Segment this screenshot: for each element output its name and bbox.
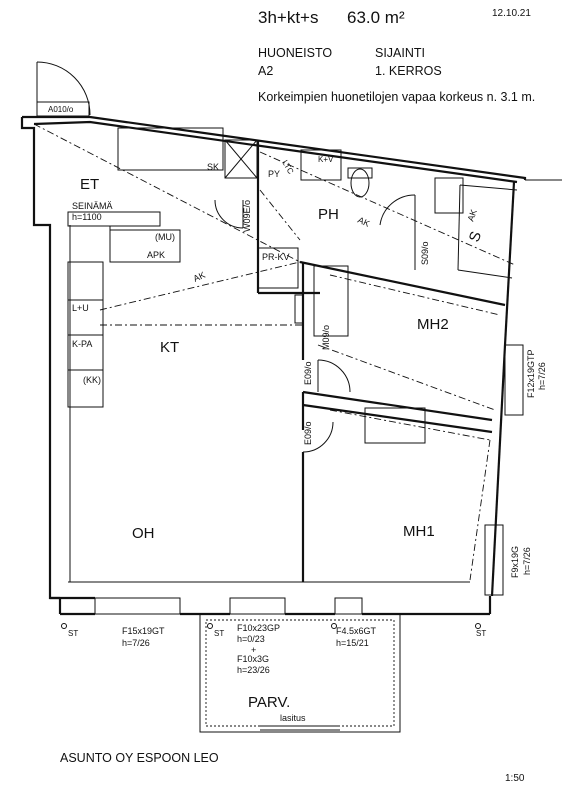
plan-date: 12.10.21 [492, 8, 531, 19]
window-label-f10b-h: h=23/26 [237, 665, 270, 675]
label-apk: APK [147, 250, 165, 260]
apartment-label: HUONEISTO [258, 46, 333, 60]
st-label-2: ST [214, 629, 224, 638]
interior-walls [67, 127, 518, 582]
sight-lines [33, 123, 516, 581]
label-py: PY [268, 169, 280, 179]
label-lu: L+U [72, 303, 89, 313]
plan-scale: 1:50 [505, 773, 525, 784]
window-label-f45: F4.5x6GT [336, 626, 377, 636]
entrance-door: A010/o [36, 61, 91, 117]
apartment-value: A2 [258, 64, 274, 78]
label-lasitus: lasitus [280, 713, 306, 723]
location-value: 1. KERROS [375, 64, 442, 78]
door-label-w09: W09E/o [242, 200, 252, 232]
st-label-3: ST [476, 629, 486, 638]
window-label-f12: F12x19GTP [526, 349, 536, 398]
room-label-ph: PH [318, 206, 339, 223]
label-sk: SK [207, 162, 219, 172]
window-label-f9: F9x19G [510, 546, 520, 578]
window-label-f45-h: h=15/21 [336, 638, 369, 648]
window-label-plus: + [251, 645, 256, 655]
bottom-windows [94, 597, 363, 615]
window-label-f10b: F10x3G [237, 654, 269, 664]
company-name: ASUNTO OY ESPOON LEO [60, 751, 219, 765]
window-label-f9-h: h=7/26 [522, 547, 532, 575]
balcony [199, 613, 401, 733]
room-label-mh1: MH1 [403, 523, 435, 540]
label-mu: (MU) [155, 232, 175, 242]
label-ak-kt: AK [192, 270, 207, 284]
window-label-f10a-h: h=0/23 [237, 634, 265, 644]
right-windows [484, 179, 562, 596]
door-label-s09: S09/o [420, 241, 430, 265]
window-label-f15-h: h=7/26 [122, 638, 150, 648]
room-label-et: ET [80, 176, 99, 193]
door-label-m09: M09/o [321, 325, 331, 350]
label-ak-ph: AK [356, 215, 371, 229]
room-label-kt: KT [160, 339, 179, 356]
window-label-f15: F15x19GT [122, 626, 165, 636]
room-label-parv: PARV. [248, 694, 290, 711]
label-kv: K+V [318, 155, 334, 164]
door-label-a010: A010/o [48, 105, 74, 114]
door-label-e09: E09/o [303, 361, 313, 385]
window-label-f10a: F10x23GP [237, 623, 280, 633]
label-kk: (KK) [83, 375, 101, 385]
location-label: SIJAINTI [375, 46, 426, 60]
label-kpa: K-PA [72, 339, 92, 349]
window-label-f12-h: h=7/26 [537, 362, 547, 390]
label-ak-s: AK [465, 208, 479, 223]
wall-height-label: SEINÄMÄ [72, 201, 113, 211]
apartment-type: 3h+kt+s [258, 8, 319, 27]
label-pr-kv: PR-KV [262, 252, 290, 262]
wall-height-value: h=1100 [72, 212, 102, 222]
label-ltc: LTC [280, 159, 295, 176]
room-label-mh2: MH2 [417, 316, 449, 333]
room-label-oh: OH [132, 525, 155, 542]
st-markers: ST ST ST [61, 623, 486, 638]
st-label-1: ST [68, 629, 78, 638]
label-s: S [466, 229, 485, 244]
ceiling-height-note: Korkeimpien huonetilojen vapaa korkeus n… [258, 90, 536, 104]
apartment-area: 63.0 m² [347, 8, 405, 27]
door-label-e09-b: E09/o [303, 421, 313, 445]
